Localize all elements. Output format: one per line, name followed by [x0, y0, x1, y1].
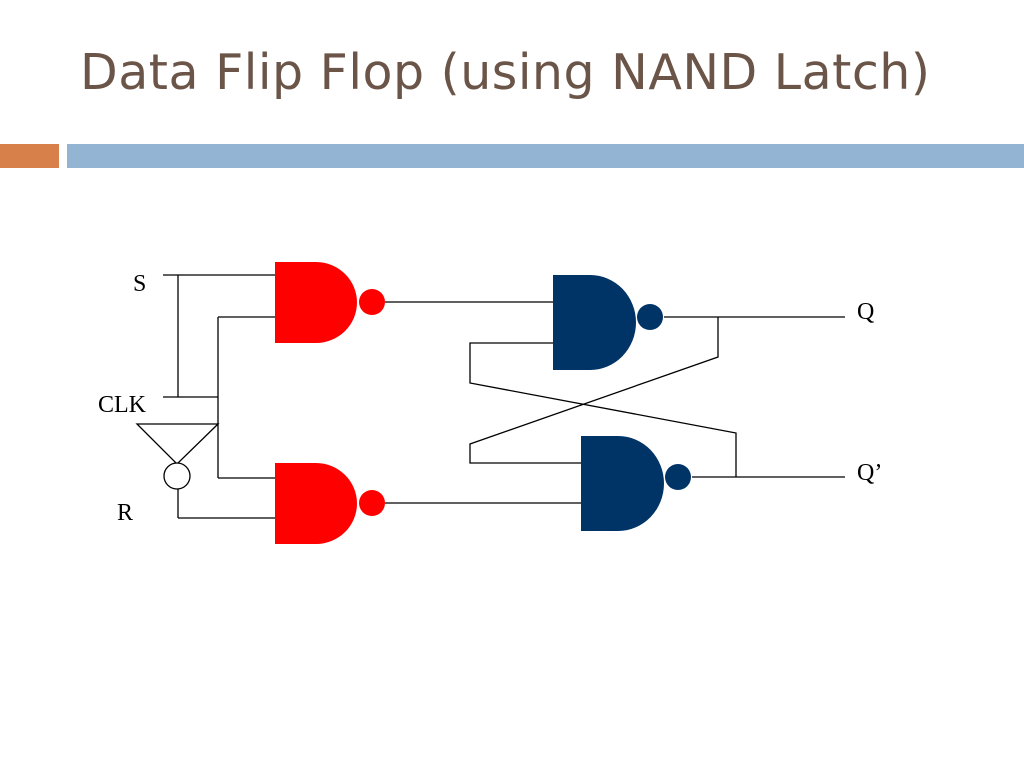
- latch-nand-gate-top-body: [553, 275, 636, 371]
- label-r: R: [117, 500, 133, 526]
- input-nand-gate-bottom-body: [275, 463, 357, 544]
- input-nand-gate-top-bubble: [359, 289, 385, 315]
- label-q-not: Q’: [857, 460, 882, 486]
- not-gate: [135, 423, 220, 490]
- latch-nand-gate-top-bubble: [637, 304, 663, 330]
- wire-qnot-feedback: [469, 342, 737, 477]
- title-accent-bar: [0, 144, 59, 168]
- label-s: S: [133, 271, 146, 297]
- input-nand-gate-top-body: [275, 262, 357, 343]
- slide-title: Data Flip Flop (using NAND Latch): [80, 44, 931, 101]
- wire-q-feedback: [469, 317, 719, 464]
- latch-nand-gate-bottom-bubble: [665, 464, 691, 490]
- latch-nand-gate-bottom: [581, 436, 691, 531]
- label-q: Q: [857, 299, 874, 325]
- title-rule-bar: [67, 144, 1024, 168]
- not-gate-bubble: [163, 462, 191, 490]
- latch-nand-gate-bottom-body: [581, 436, 664, 531]
- wires: [163, 274, 845, 519]
- input-nand-gate-bottom: [275, 463, 385, 544]
- latch-nand-gate-top: [553, 275, 663, 371]
- input-nand-gate-bottom-bubble: [359, 490, 385, 516]
- label-clk: CLK: [98, 392, 147, 418]
- input-nand-gate-top: [275, 262, 385, 343]
- not-gate-body: [135, 423, 220, 465]
